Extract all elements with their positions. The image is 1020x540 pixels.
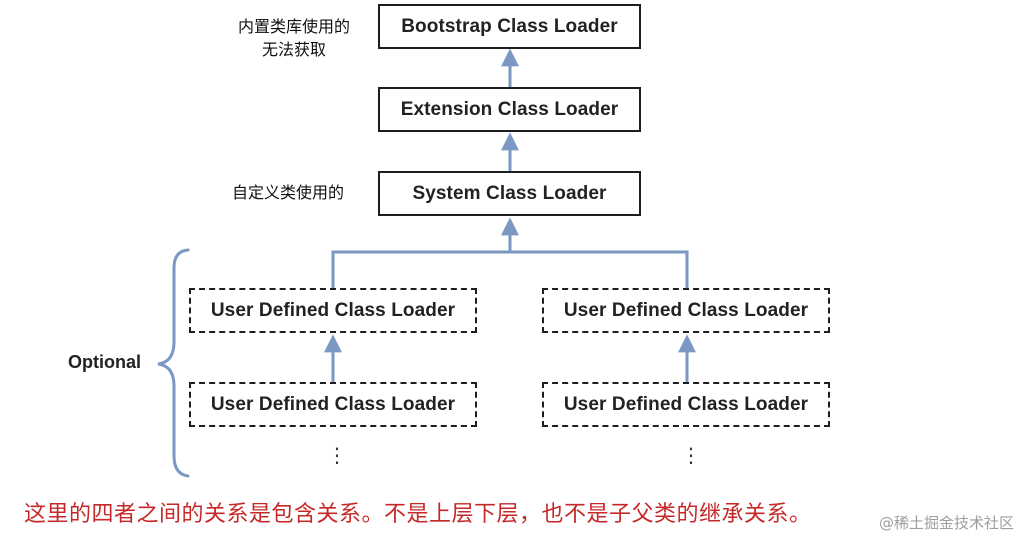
relationship-caption: 这里的四者之间的关系是包含关系。不是上层下层，也不是子父类的继承关系。: [24, 502, 812, 527]
user-defined-class-loader-box: User Defined Class Loader: [189, 288, 477, 333]
optional-label: Optional: [68, 352, 141, 372]
user-defined-class-loader-box: User Defined Class Loader: [542, 382, 830, 427]
user-defined-class-loader-box: User Defined Class Loader: [189, 382, 477, 427]
continuation-dots-left: ⋮: [327, 443, 347, 467]
user-defined-class-loader-box: User Defined Class Loader: [542, 288, 830, 333]
bootstrap-note-line1: 内置类库使用的: [237, 17, 350, 36]
bootstrap-note-line2: 无法获取: [261, 40, 326, 59]
system-note: 自定义类使用的: [232, 183, 345, 202]
watermark: @稀土掘金技术社区: [878, 514, 1014, 532]
optional-brace: [157, 248, 190, 478]
bootstrap-note: 内置类库使用的 无法获取: [230, 15, 358, 61]
continuation-dots-right: ⋮: [681, 443, 701, 467]
system-class-loader-box: System Class Loader: [378, 171, 641, 216]
bootstrap-class-loader-box: Bootstrap Class Loader: [378, 4, 641, 49]
extension-class-loader-box: Extension Class Loader: [378, 87, 641, 132]
connector-user-to-system: [331, 250, 689, 288]
